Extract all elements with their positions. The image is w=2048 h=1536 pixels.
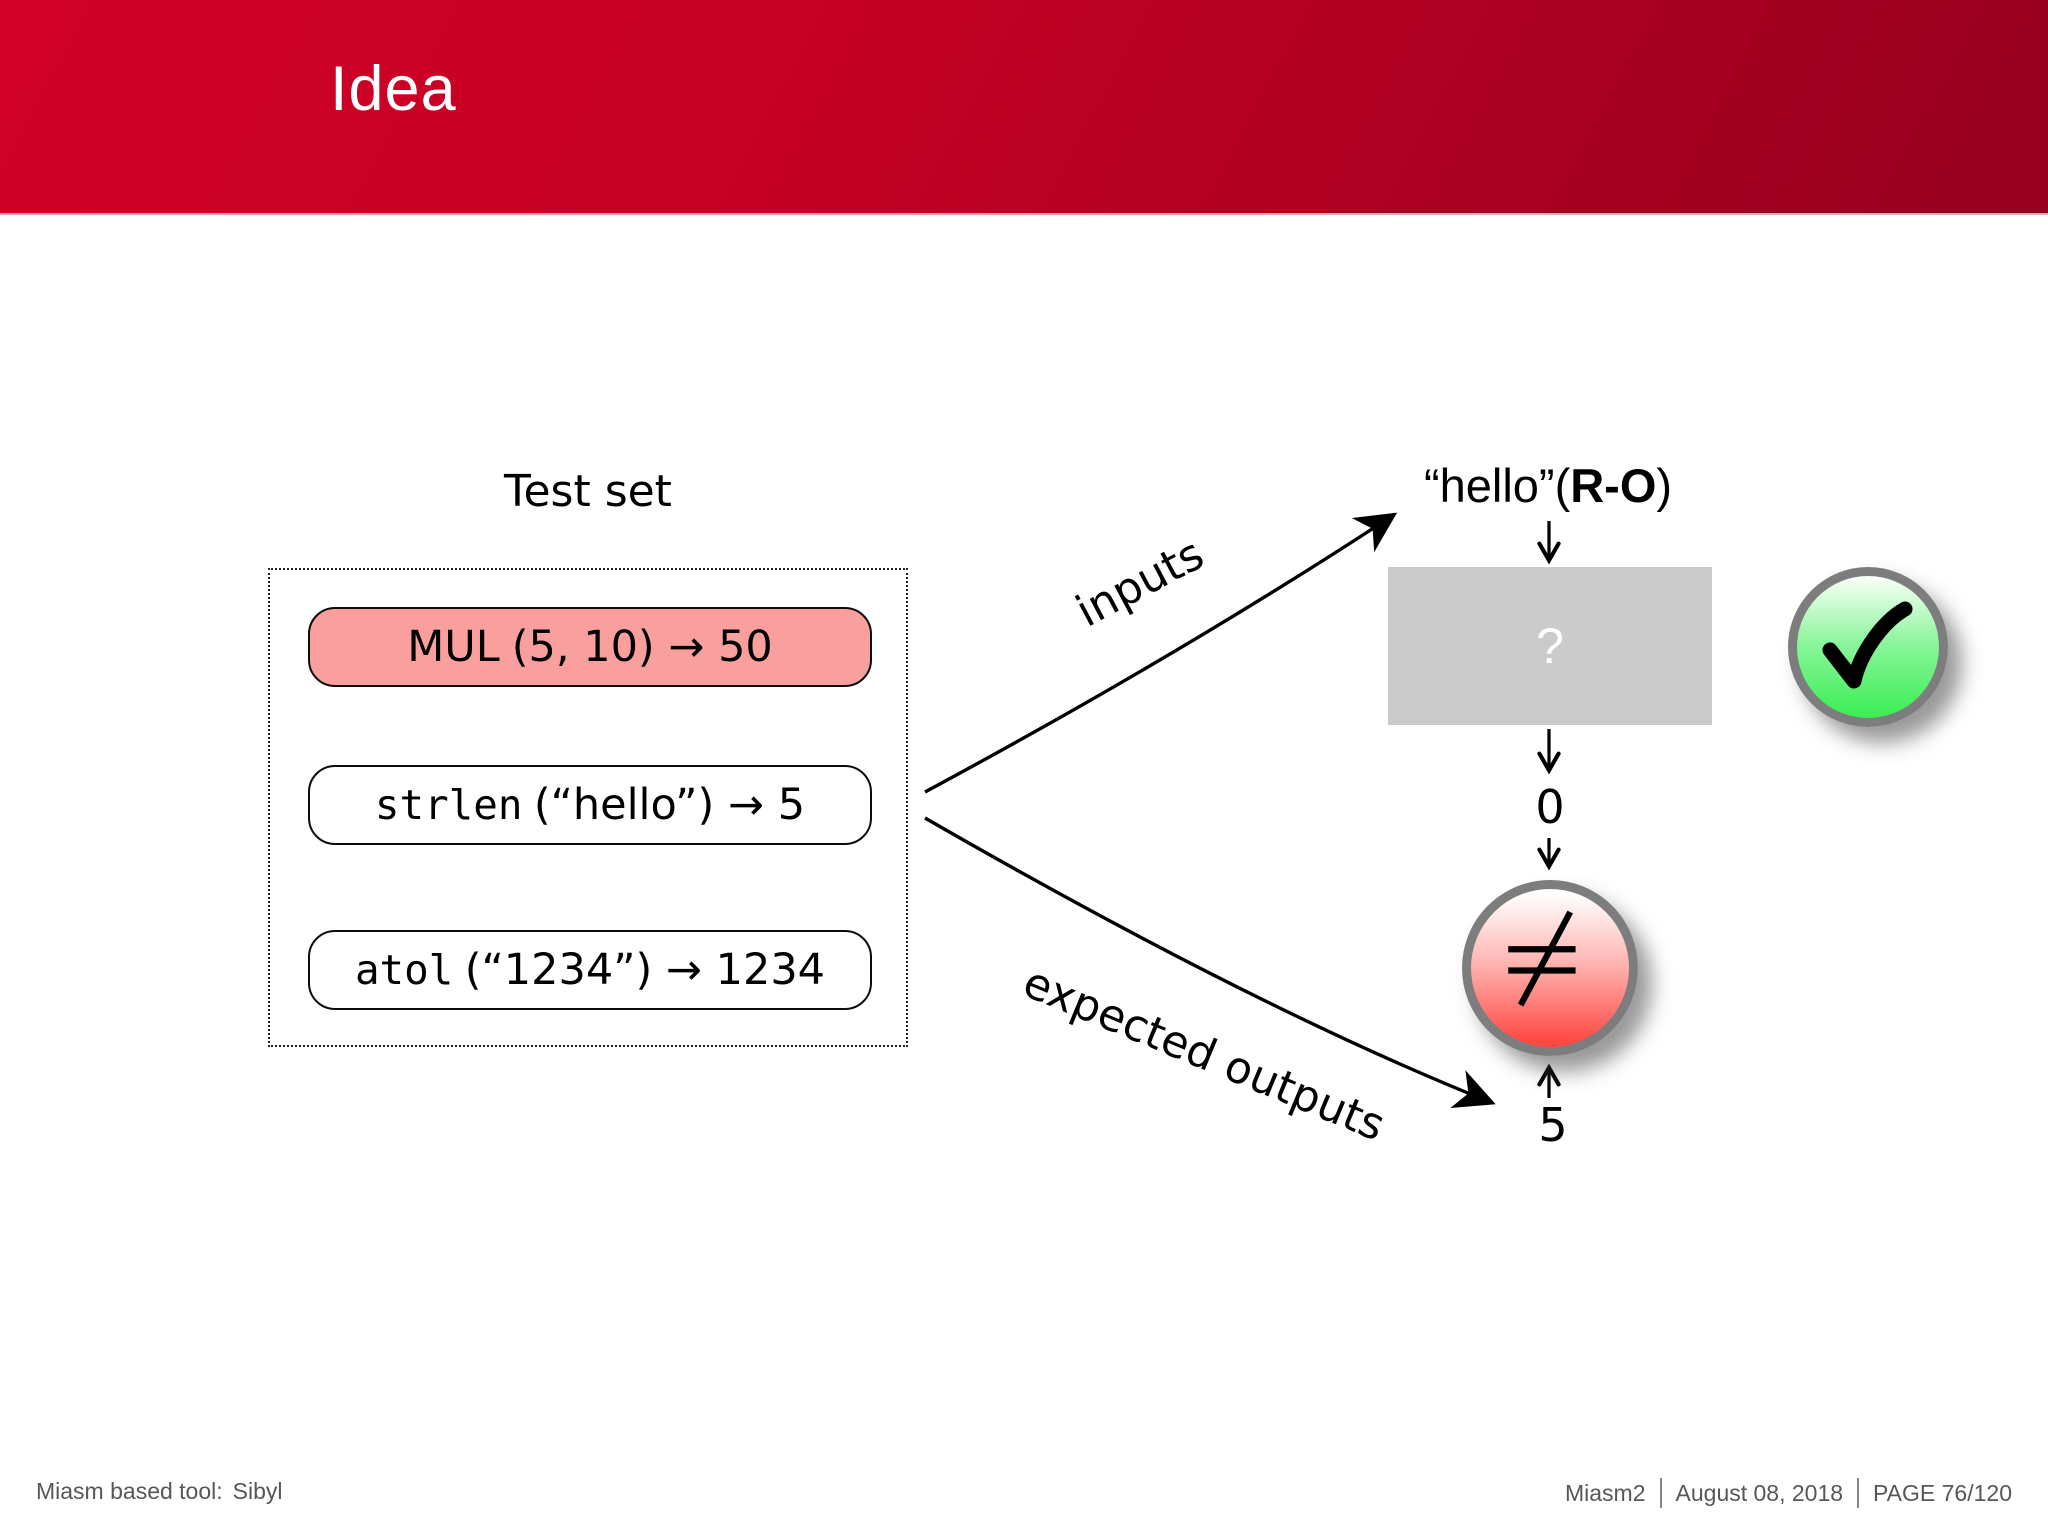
not-equal-badge xyxy=(1462,880,1638,1056)
slide-title: Idea xyxy=(330,54,457,124)
test-case-function: atol xyxy=(354,946,454,994)
test-case-mapping: (“1234”) → 1234 xyxy=(464,945,826,995)
not-equal-icon xyxy=(1508,910,1576,1007)
test-case-mapping: (5, 10) → 50 xyxy=(511,622,773,672)
test-case-mul: MUL (5, 10) → 50 xyxy=(308,607,872,687)
expected-output-value: 5 xyxy=(1538,1098,1568,1152)
footer-date: August 08, 2018 xyxy=(1675,1479,1844,1506)
slide-header: Idea xyxy=(0,0,2048,215)
unknown-function-box: ? xyxy=(1388,567,1712,725)
footer-tool-label: Miasm based tool: xyxy=(36,1478,223,1504)
test-case-strlen: strlen (“hello”) → 5 xyxy=(308,765,872,845)
test-case-function: MUL xyxy=(407,622,500,672)
readonly-flag: R-O xyxy=(1570,459,1657,512)
success-badge xyxy=(1788,567,1948,727)
footer-tool-name: Sibyl xyxy=(232,1478,283,1504)
test-case-function: strlen xyxy=(374,781,523,829)
input-value-close: ) xyxy=(1656,459,1673,512)
question-mark: ? xyxy=(1536,618,1564,674)
footer-right: Miasm2 August 08, 2018 PAGE 76/120 xyxy=(1565,1478,2012,1508)
test-case-atol: atol (“1234”) → 1234 xyxy=(308,930,872,1010)
test-set-label: Test set xyxy=(504,466,672,517)
footer-left: Miasm based tool: Sibyl xyxy=(36,1478,283,1505)
actual-output-value: 0 xyxy=(1535,780,1565,834)
readonly-input-label: “hello”(R-O) xyxy=(1424,458,1672,513)
inputs-label: inputs xyxy=(1067,528,1213,638)
input-value: “hello”( xyxy=(1423,459,1571,512)
footer-project: Miasm2 xyxy=(1565,1479,1646,1506)
check-icon xyxy=(1822,601,1913,689)
footer-divider xyxy=(1659,1478,1662,1508)
test-case-mapping: (“hello”) → 5 xyxy=(533,780,806,830)
footer-page-number: PAGE 76/120 xyxy=(1873,1479,2012,1506)
expected-outputs-label: expected outputs xyxy=(1016,956,1392,1152)
test-set-group xyxy=(268,568,908,1047)
footer-divider xyxy=(1857,1478,1860,1508)
